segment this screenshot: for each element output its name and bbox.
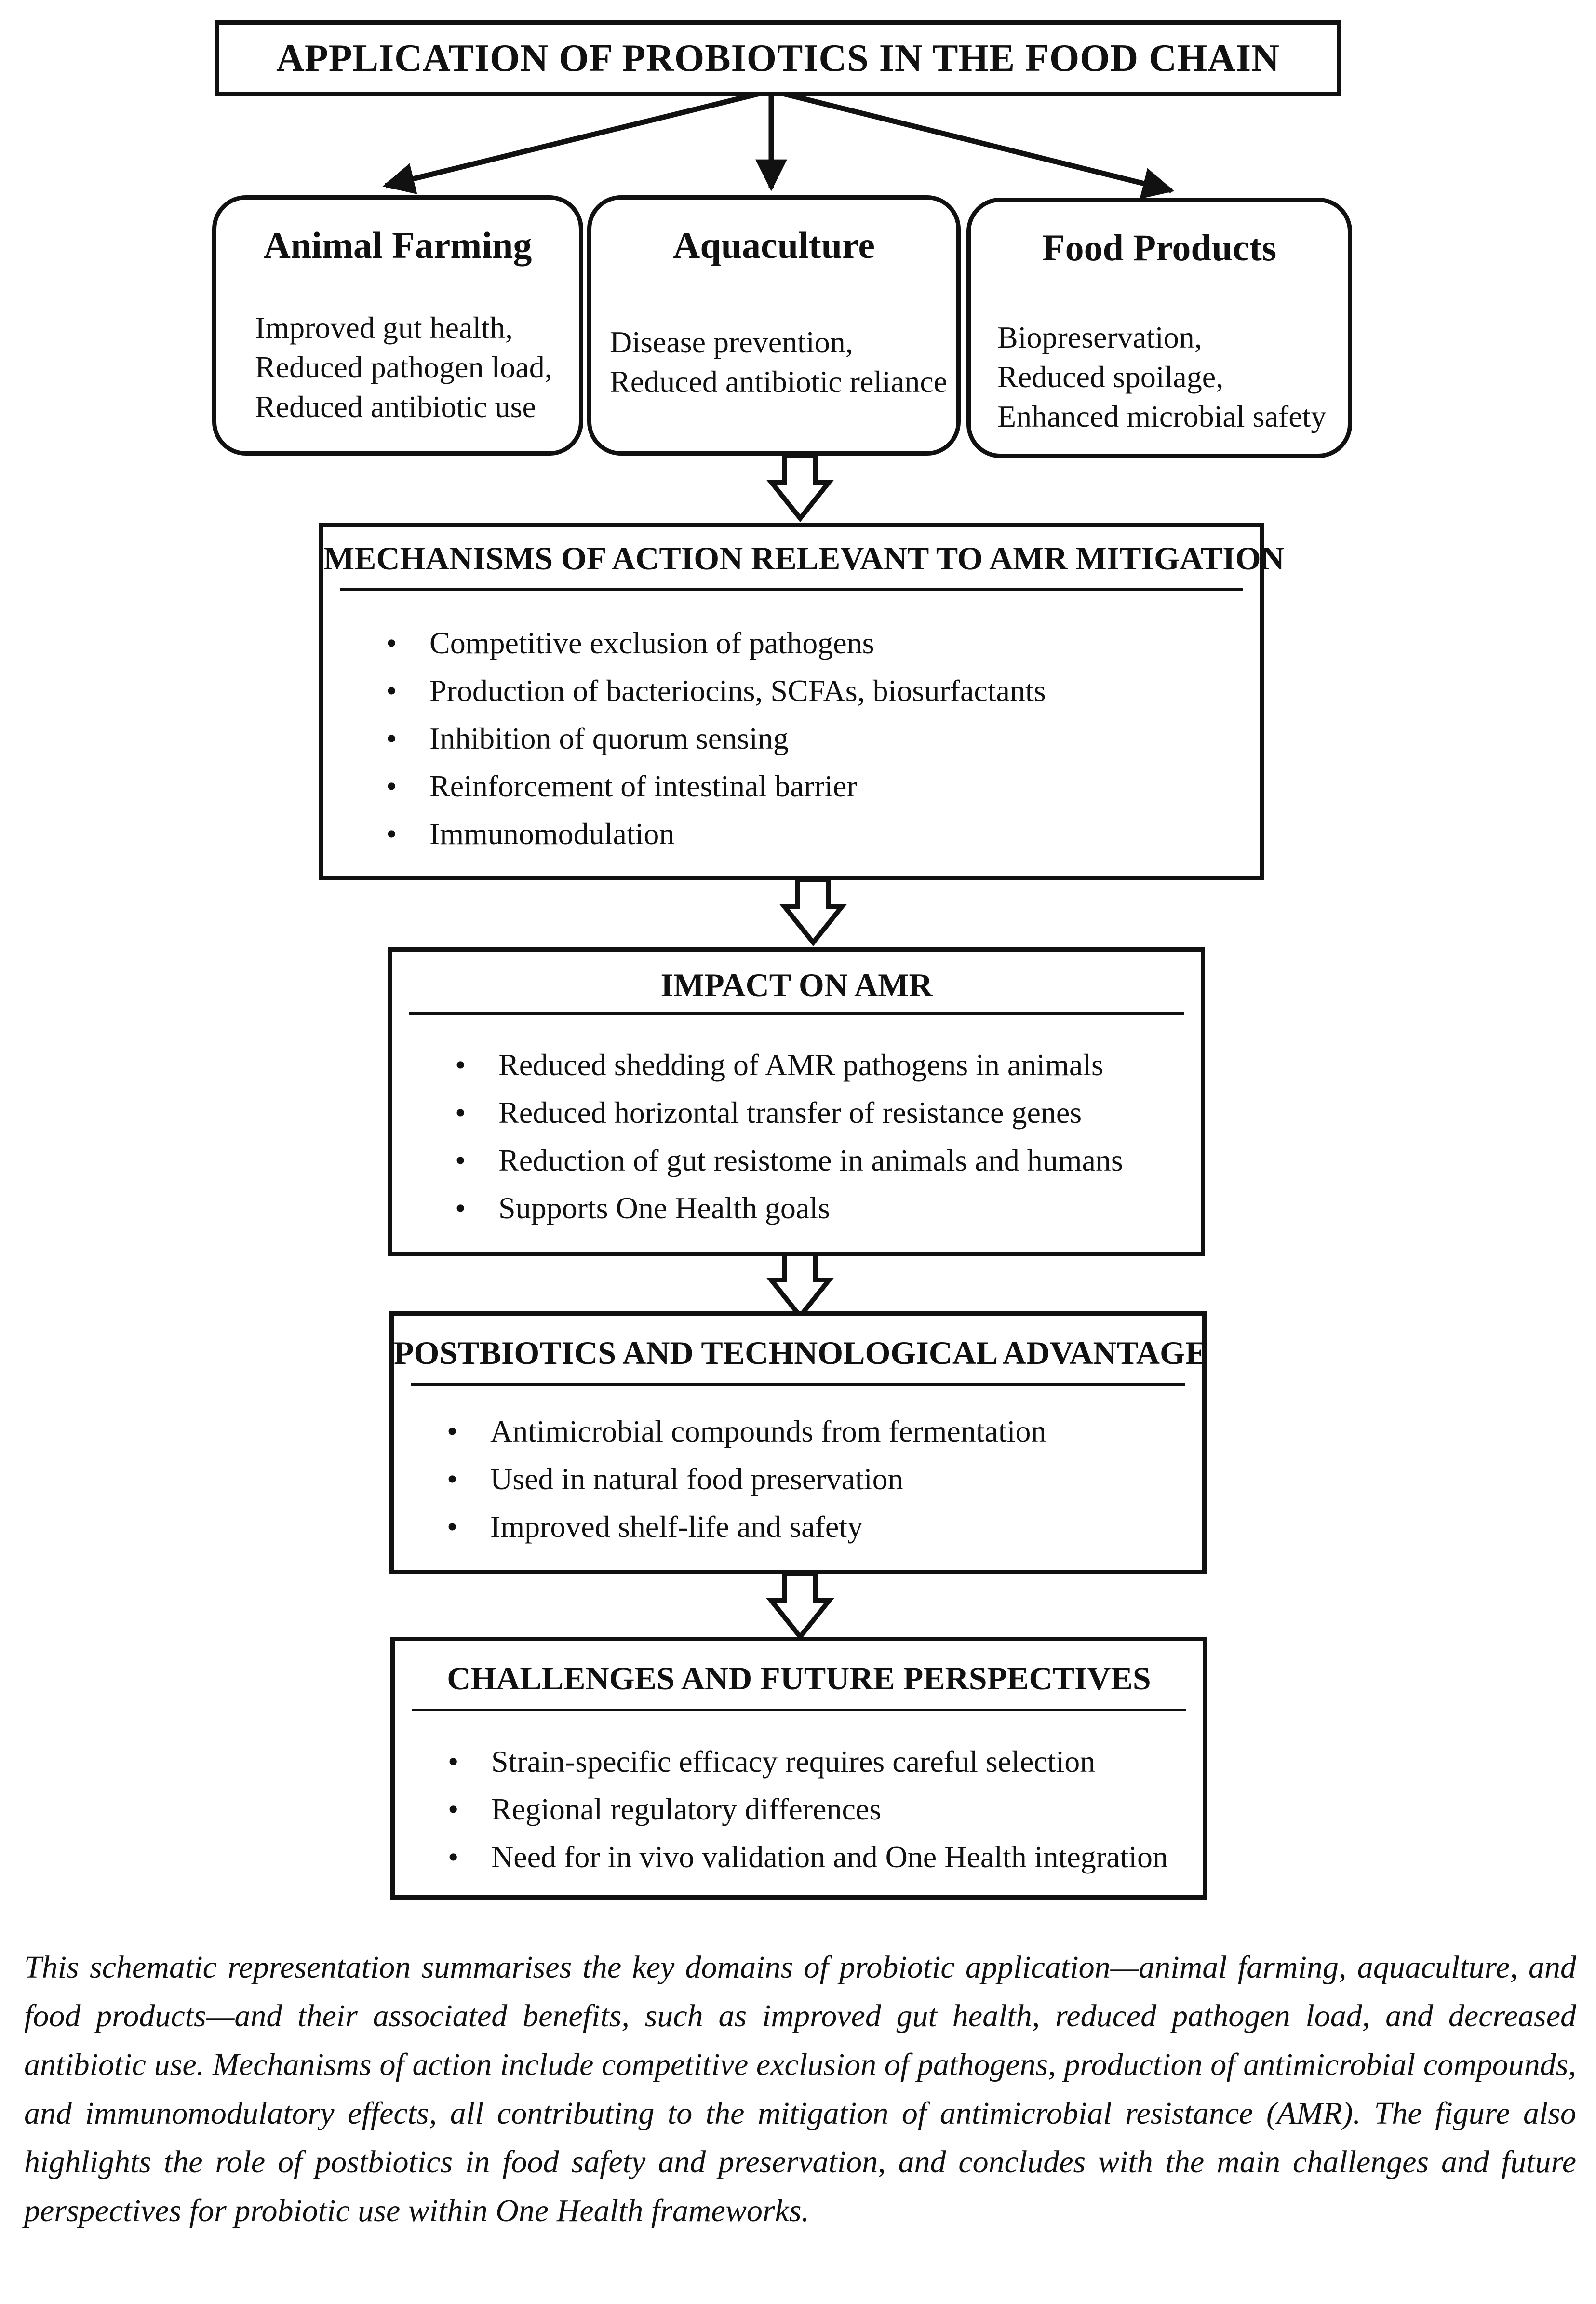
section-bullets: Antimicrobial compounds from fermentatio… [447, 1407, 1046, 1550]
benefit-line: Reduced pathogen load, [255, 350, 552, 384]
section-box-impact: IMPACT ON AMR Reduced shedding of AMR pa… [388, 947, 1205, 1256]
bullet-item: Reinforcement of intestinal barrier [386, 762, 1046, 810]
bullet-item: Inhibition of quorum sensing [386, 714, 1046, 762]
domain-benefits: Disease prevention, Reduced antibiotic r… [610, 323, 947, 402]
bullet-item: Reduced shedding of AMR pathogens in ani… [455, 1041, 1123, 1089]
domain-box-aquaculture: Aquaculture Disease prevention, Reduced … [587, 195, 961, 456]
domain-title: Animal Farming [263, 224, 532, 266]
bullet-item: Antimicrobial compounds from fermentatio… [447, 1407, 1046, 1455]
hollow-arrow-2 [779, 877, 847, 947]
section-divider [412, 1709, 1186, 1711]
bullet-item: Strain-specific efficacy requires carefu… [448, 1738, 1168, 1785]
bullet-item: Supports One Health goals [455, 1184, 1123, 1232]
section-bullets: Competitive exclusion of pathogens Produ… [386, 619, 1046, 858]
section-bullets: Reduced shedding of AMR pathogens in ani… [455, 1041, 1123, 1232]
figure-caption: This schematic representation summarises… [24, 1950, 1576, 2228]
section-title: CHALLENGES AND FUTURE PERSPECTIVES [447, 1660, 1151, 1697]
bullet-item: Immunomodulation [386, 810, 1046, 858]
section-divider [340, 588, 1243, 591]
section-box-mechanisms: MECHANISMS OF ACTION RELEVANT TO AMR MIT… [319, 523, 1285, 880]
section-divider [409, 1012, 1184, 1015]
benefit-line: Reduced spoilage, [997, 360, 1224, 394]
bullet-item: Competitive exclusion of pathogens [386, 619, 1046, 667]
bullet-item: Used in natural food preservation [447, 1455, 1046, 1503]
section-divider [411, 1383, 1185, 1386]
benefit-line: Reduced antibiotic use [255, 390, 536, 424]
benefit-line: Improved gut health, [255, 310, 513, 345]
bullet-item: Improved shelf-life and safety [447, 1503, 1046, 1550]
domain-box-animal-farming: Animal Farming Improved gut health, Redu… [212, 195, 583, 456]
domain-benefits: Biopreservation, Reduced spoilage, Enhan… [997, 318, 1326, 436]
benefit-line: Biopreservation, [997, 320, 1202, 354]
section-title: MECHANISMS OF ACTION RELEVANT TO AMR MIT… [323, 540, 1285, 577]
section-title: IMPACT ON AMR [660, 967, 933, 1003]
title-box: APPLICATION OF PROBIOTICS IN THE FOOD CH… [215, 20, 1341, 96]
domain-benefits: Improved gut health, Reduced pathogen lo… [255, 308, 552, 427]
diagram-title: APPLICATION OF PROBIOTICS IN THE FOOD CH… [276, 37, 1280, 80]
bullet-item: Reduction of gut resistome in animals an… [455, 1136, 1123, 1184]
bullet-item: Reduced horizontal transfer of resistanc… [455, 1089, 1123, 1136]
bullet-item: Regional regulatory differences [448, 1785, 1168, 1833]
section-bullets: Strain-specific efficacy requires carefu… [448, 1738, 1168, 1881]
benefit-line: Reduced antibiotic reliance [610, 364, 948, 399]
arrow-to-animal-farming [382, 88, 772, 194]
benefit-line: Disease prevention, [610, 325, 853, 359]
domain-box-food-products: Food Products Biopreservation, Reduced s… [966, 198, 1352, 458]
domain-title: Food Products [1042, 227, 1277, 269]
section-box-challenges: CHALLENGES AND FUTURE PERSPECTIVES Strai… [390, 1637, 1207, 1900]
hollow-arrow-3 [766, 1250, 834, 1320]
bullet-item: Production of bacteriocins, SCFAs, biosu… [386, 667, 1046, 714]
domain-title: Aquaculture [673, 224, 875, 266]
hollow-arrow-4 [766, 1572, 834, 1641]
section-box-postbiotics: POSTBIOTICS AND TECHNOLOGICAL ADVANTAGE … [389, 1311, 1207, 1574]
benefit-line: Enhanced microbial safety [997, 399, 1327, 433]
bullet-item: Need for in vivo validation and One Heal… [448, 1833, 1168, 1881]
hollow-arrow-1 [766, 453, 834, 523]
section-title: POSTBIOTICS AND TECHNOLOGICAL ADVANTAGE [394, 1334, 1207, 1371]
arrow-to-food-products [770, 88, 1175, 199]
